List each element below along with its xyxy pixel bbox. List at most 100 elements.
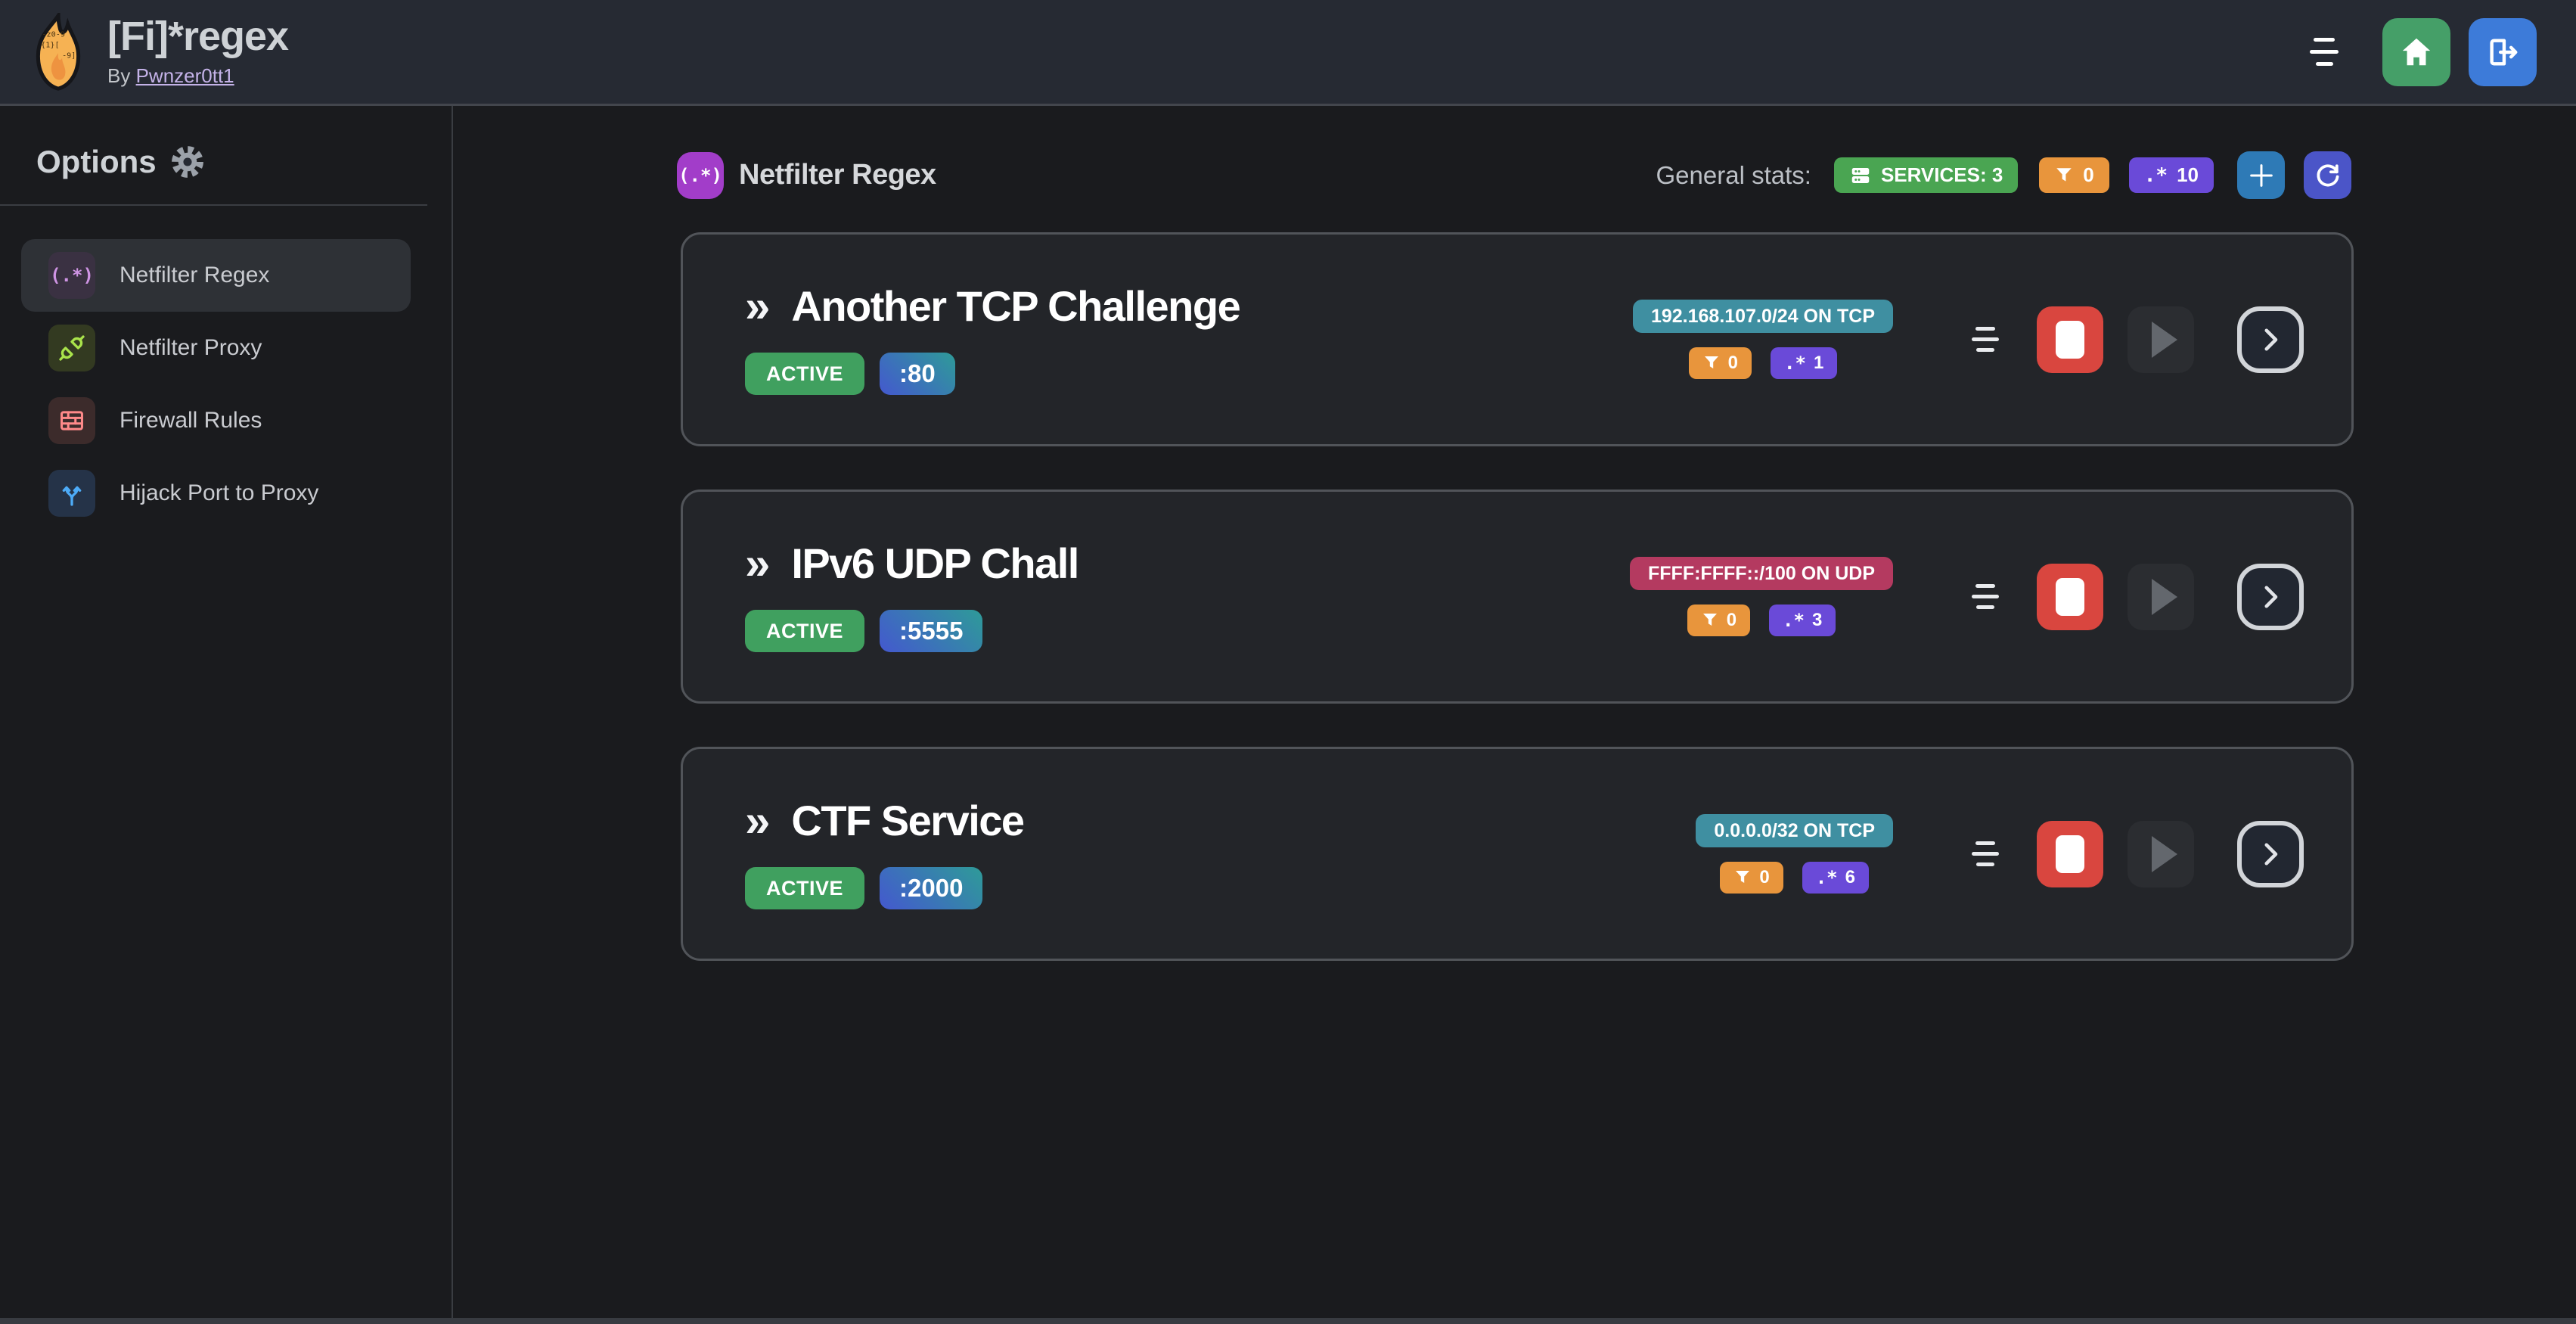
- main-content: (.*) Netfilter Regex General stats: SERV…: [453, 106, 2576, 1324]
- service-menu-icon[interactable]: [1966, 835, 2005, 872]
- section-regex-icon: (.*): [677, 151, 724, 199]
- play-icon: [2152, 835, 2177, 872]
- stop-service-button[interactable]: [2037, 820, 2103, 887]
- regex-count-badge: .* 3: [1769, 605, 1836, 636]
- service-info: » Another TCP Challenge ACTIVE :80: [745, 281, 1241, 395]
- regex-count-badge: .* 10: [2128, 157, 2214, 193]
- status-badge: ACTIVE: [745, 610, 865, 652]
- regex-glyph-icon: .*: [1784, 353, 1806, 374]
- double-chevron-icon: »: [745, 538, 771, 589]
- sidebar-item-netfilter-proxy[interactable]: Netfilter Proxy: [21, 312, 411, 384]
- top-header: -z0-9 {1}[ -9] [Fi]*regex By Pwnzer0tt1: [0, 0, 2576, 106]
- add-service-button[interactable]: [2237, 151, 2285, 199]
- byline: By Pwnzer0tt1: [107, 64, 288, 88]
- filter-funnel-icon: [1704, 356, 1718, 368]
- bottom-edge-strip: [0, 1318, 2576, 1324]
- stop-service-button[interactable]: [2037, 563, 2103, 630]
- start-service-button[interactable]: [2128, 563, 2194, 630]
- target-cidr-badge: 192.168.107.0/24 ON TCP: [1632, 300, 1893, 333]
- server-icon: [1851, 167, 1870, 183]
- services-count-label: SERVICES: 3: [1880, 163, 2003, 186]
- plug-icon: [48, 325, 95, 371]
- chevron-right-icon: [2264, 842, 2278, 866]
- port-badge: :5555: [880, 610, 983, 652]
- start-service-button[interactable]: [2128, 820, 2194, 887]
- sidebar: Options (.*) Netfilter Regex: [0, 106, 453, 1324]
- service-controls: FFFF:FFFF::/100 ON UDP 0 .* 3: [1630, 557, 2304, 636]
- target-cidr-badge: FFFF:FFFF::/100 ON UDP: [1630, 557, 1893, 590]
- service-stats: 0.0.0.0/32 ON TCP 0 .* 6: [1696, 814, 1893, 894]
- sidebar-item-netfilter-regex[interactable]: (.*) Netfilter Regex: [21, 239, 411, 312]
- filtered-count-badge: 0: [1720, 862, 1783, 894]
- app-title-block: [Fi]*regex By Pwnzer0tt1: [107, 16, 289, 88]
- regex-glyph-text: (.*): [50, 265, 94, 286]
- stop-icon: [2056, 577, 2084, 616]
- service-list: » Another TCP Challenge ACTIVE :80 192.1…: [681, 232, 2354, 961]
- regex-count-label: 6: [1845, 867, 1855, 887]
- open-service-button[interactable]: [2237, 306, 2304, 373]
- menu-toggle-icon[interactable]: [2302, 30, 2346, 73]
- filtered-count-label: 0: [1759, 867, 1770, 887]
- service-card: » Another TCP Challenge ACTIVE :80 192.1…: [681, 232, 2354, 446]
- start-service-button[interactable]: [2128, 306, 2194, 373]
- service-stats: 192.168.107.0/24 ON TCP 0 .* 1: [1632, 300, 1893, 379]
- regex-glyph-icon: .*: [1815, 867, 1838, 888]
- port-badge: :2000: [880, 867, 983, 909]
- sidebar-item-hijack-port[interactable]: Hijack Port to Proxy: [21, 457, 411, 530]
- general-stats: General stats: SERVICES: 3 0: [1656, 151, 2351, 199]
- sidebar-item-label: Netfilter Regex: [119, 263, 270, 287]
- service-menu-icon[interactable]: [1966, 321, 2005, 358]
- firegex-flame-logo: -z0-9 {1}[ -9]: [36, 12, 81, 91]
- regex-icon: (.*): [48, 252, 95, 299]
- stop-service-button[interactable]: [2037, 306, 2103, 373]
- service-menu-icon[interactable]: [1966, 578, 2005, 615]
- home-button[interactable]: [2382, 17, 2450, 86]
- svg-text:-z0-9: -z0-9: [42, 30, 64, 39]
- filtered-count-label: 0: [1726, 610, 1737, 630]
- sidebar-heading: Options: [36, 144, 452, 180]
- regex-count-label: 1: [1813, 353, 1824, 373]
- chevron-right-icon: [2264, 328, 2278, 351]
- double-chevron-icon: »: [745, 795, 771, 846]
- regex-count-label: 3: [1811, 610, 1823, 630]
- service-card: » IPv6 UDP Chall ACTIVE :5555 FFFF:FFFF:…: [681, 490, 2354, 704]
- chevron-right-icon: [2264, 585, 2278, 608]
- logout-button[interactable]: [2469, 17, 2537, 86]
- play-icon: [2152, 578, 2177, 615]
- service-stats: FFFF:FFFF::/100 ON UDP 0 .* 3: [1630, 557, 1893, 636]
- sidebar-item-label: Firewall Rules: [119, 408, 262, 433]
- open-service-button[interactable]: [2237, 563, 2304, 630]
- brick-wall-icon: [48, 397, 95, 444]
- sidebar-item-firewall-rules[interactable]: Firewall Rules: [21, 384, 411, 457]
- section-title: Netfilter Regex: [739, 159, 936, 191]
- filtered-count-label: 0: [2083, 163, 2094, 186]
- service-info: » IPv6 UDP Chall ACTIVE :5555: [745, 541, 1079, 652]
- regex-count-label: 10: [2177, 163, 2199, 186]
- filtered-count-badge: 0: [1687, 605, 1751, 636]
- services-count-badge: SERVICES: 3: [1833, 157, 2019, 193]
- sidebar-item-label: Netfilter Proxy: [119, 335, 262, 360]
- regex-count-badge: .* 6: [1802, 862, 1869, 894]
- filter-funnel-icon: [1736, 871, 1750, 883]
- refresh-button[interactable]: [2304, 151, 2351, 199]
- byline-prefix: By: [107, 64, 131, 87]
- play-icon: [2152, 321, 2177, 358]
- double-chevron-icon: »: [745, 281, 771, 331]
- sidebar-divider: [0, 204, 427, 206]
- logout-icon: [2490, 38, 2518, 66]
- service-name: CTF Service: [791, 797, 1025, 844]
- status-badge: ACTIVE: [745, 353, 865, 395]
- service-card: » CTF Service ACTIVE :2000 0.0.0.0/32 ON…: [681, 747, 2354, 961]
- sidebar-nav: (.*) Netfilter Regex Netfilter Proxy: [0, 239, 452, 530]
- filter-funnel-icon: [1702, 614, 1717, 626]
- svg-text:-9]: -9]: [62, 51, 76, 60]
- open-service-button[interactable]: [2237, 820, 2304, 887]
- port-badge: :80: [880, 353, 955, 395]
- split-arrows-icon: [48, 470, 95, 517]
- sidebar-heading-label: Options: [36, 144, 157, 179]
- svg-text:{1}[: {1}[: [41, 41, 59, 49]
- filter-funnel-icon: [2056, 167, 2072, 182]
- service-info: » CTF Service ACTIVE :2000: [745, 795, 1025, 909]
- section-header: (.*) Netfilter Regex General stats: SERV…: [677, 151, 2351, 199]
- author-link[interactable]: Pwnzer0tt1: [135, 64, 234, 87]
